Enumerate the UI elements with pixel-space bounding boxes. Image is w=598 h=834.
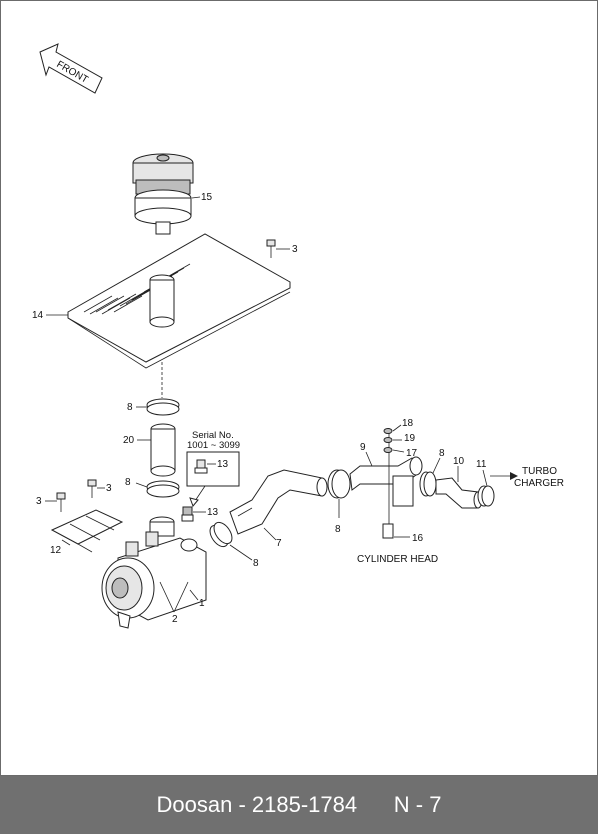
intake-tube-part [150,423,176,477]
cylinder-head-label: CYLINDER HEAD [357,554,438,565]
callout-19: 19 [404,433,416,444]
turbo-arrow-icon [490,472,518,480]
callout-17: 17 [406,448,418,459]
callout-10: 10 [453,456,465,467]
turbo-label-line1: TURBO [522,466,557,477]
turbo-hose-part [435,477,483,509]
bracket-part [50,509,124,553]
callout-2: 2 [172,614,178,625]
footer-part-number: Doosan - 2185-1784 [156,792,358,817]
callout-7: 7 [276,538,282,549]
callout-13-box: 13 [217,459,229,470]
callout-13: 13 [207,507,219,518]
callout-15: 15 [201,192,213,203]
bolt-icon [87,479,97,498]
serial-title: Serial No. [192,430,234,441]
hose-clamp-part [146,398,180,416]
callout-16: 16 [412,533,424,544]
callout-3-left: 3 [36,496,42,507]
callout-8-e: 8 [439,448,445,459]
intake-hose-part [229,469,328,535]
callout-9: 9 [360,442,366,453]
bolt-icon [56,492,66,512]
footer-page-number: N - 7 [393,792,442,817]
callout-20: 20 [123,435,135,446]
hose-clamp-part [327,469,351,499]
hose-clamp-part [477,485,495,507]
callout-8-a: 8 [127,402,133,413]
callout-1: 1 [199,598,205,609]
bolt-icon [266,239,276,258]
callout-14: 14 [32,310,44,321]
callout-8-c: 8 [253,558,259,569]
front-arrow-icon: FRONT [39,43,103,94]
indicator-part [181,506,194,522]
hood-plate-part [67,233,291,369]
turbo-label-line2: CHARGER [514,478,564,489]
diagram-frame [0,0,598,776]
footer-bar: Doosan - 2185-1784 N - 7 [0,776,598,834]
serial-range: 1001 ~ 3099 [187,440,240,451]
pre-cleaner-part [132,153,194,235]
callout-8-d: 8 [335,524,341,535]
footer-spacer [357,792,394,818]
hose-clamp-part [209,521,233,548]
callout-12: 12 [50,545,62,556]
callout-11: 11 [476,459,487,470]
parts-diagram: FRONT 15 3 14 [32,43,564,629]
hose-clamp-part [146,480,180,498]
indicator-fitting-part [194,459,208,474]
callout-3-mid: 3 [106,483,112,494]
callout-8-b: 8 [125,477,131,488]
hose-clamp-part [419,471,437,497]
support-bracket-part [382,428,414,539]
callout-18: 18 [402,418,414,429]
callout-3-top: 3 [292,244,298,255]
air-cleaner-part [101,516,207,629]
